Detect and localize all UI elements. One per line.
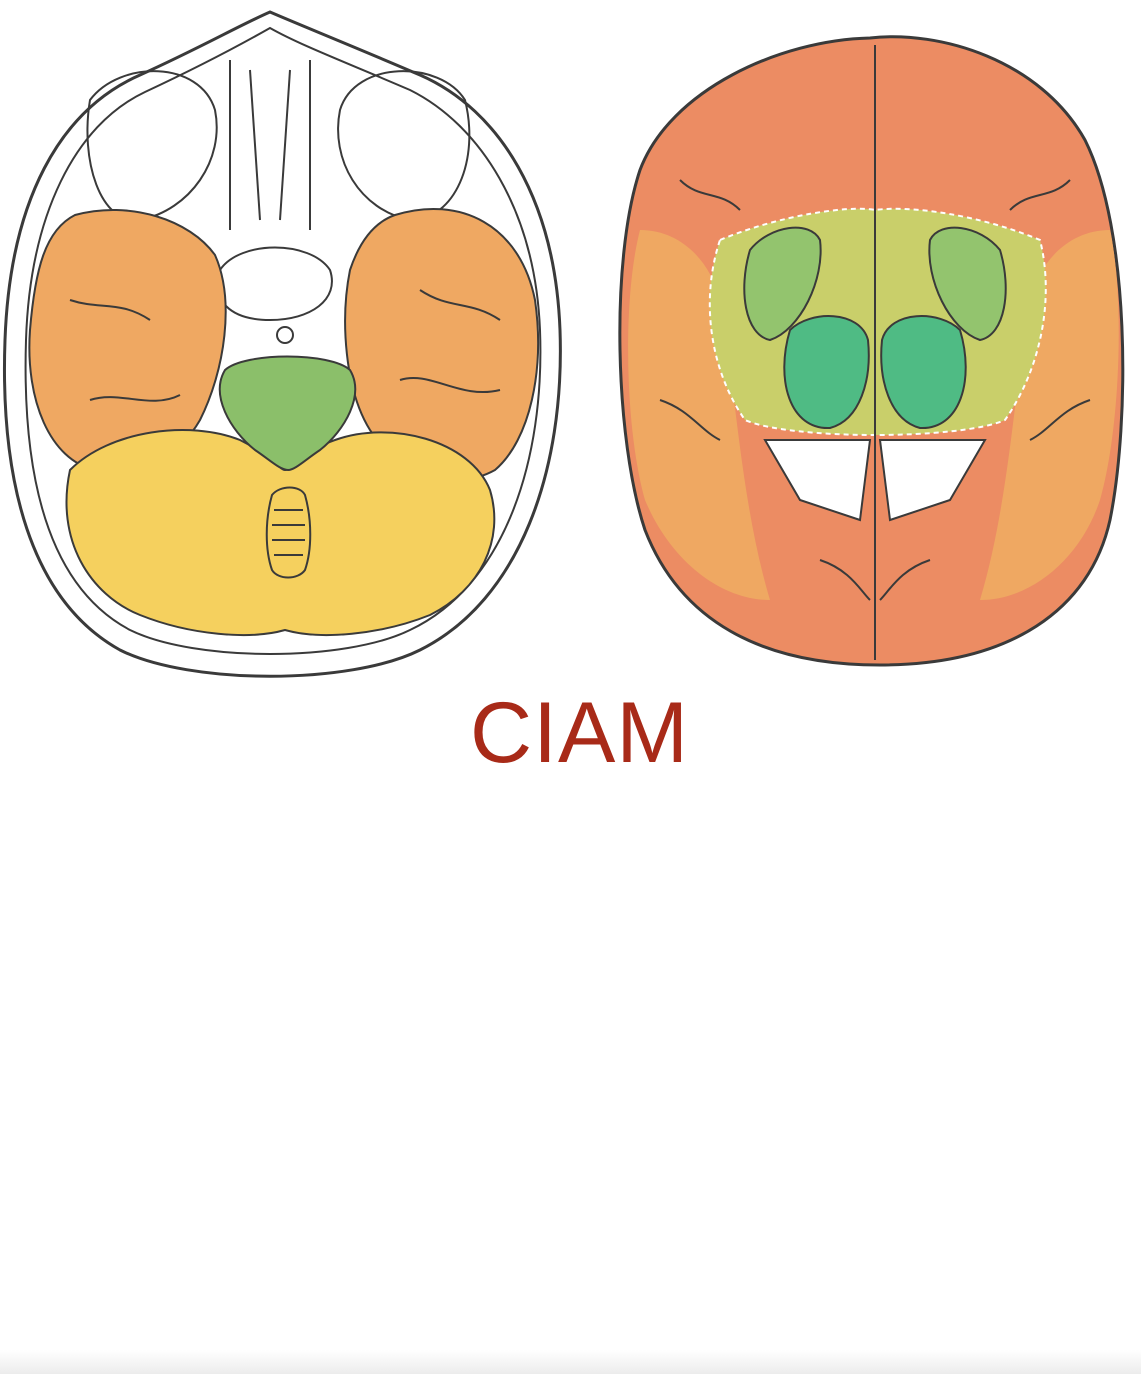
basal-ganglia-slice-icon <box>620 37 1123 665</box>
skull-base-slice-icon <box>4 12 560 676</box>
bottom-edge <box>0 1350 1141 1374</box>
figure-title: CIAM <box>470 688 770 778</box>
